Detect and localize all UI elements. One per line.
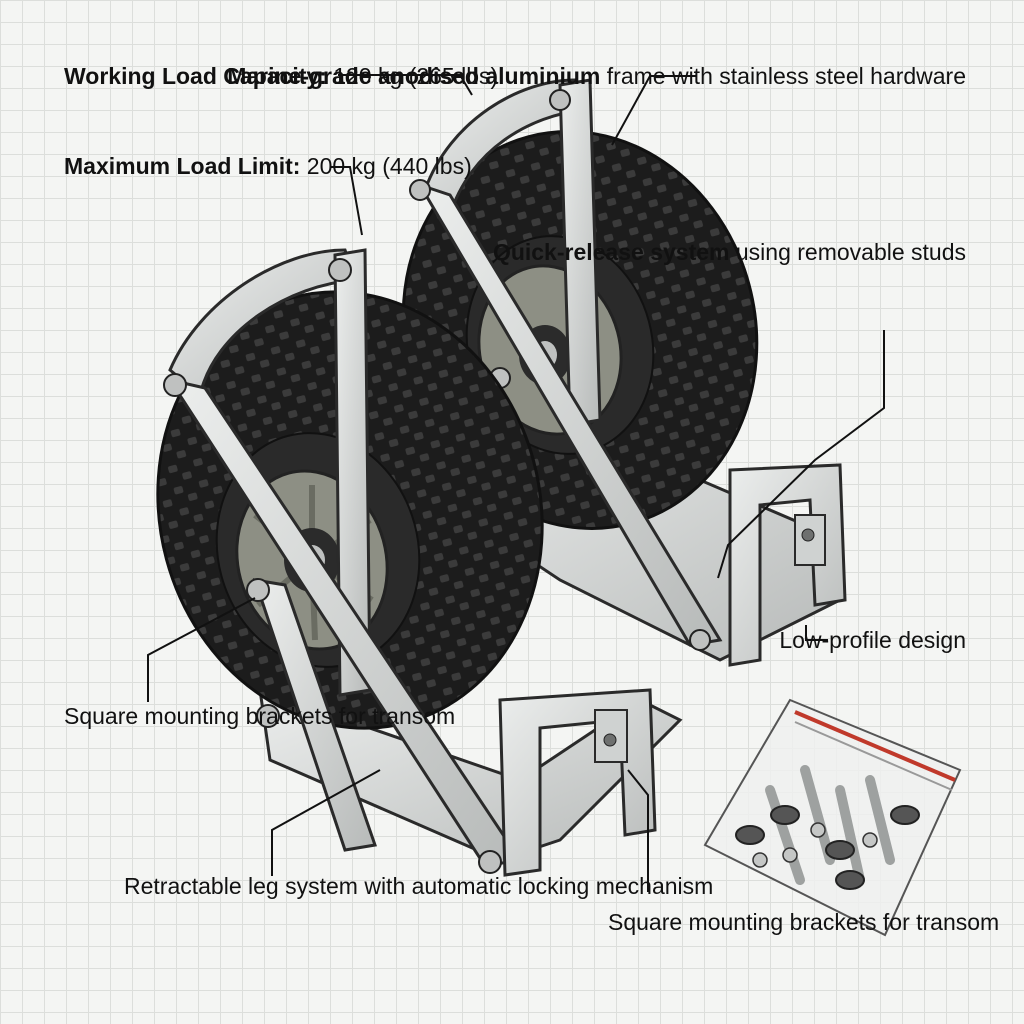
callout-leader-lines [147,74,885,892]
brackets-left-callout: Square mounting brackets for transom [64,702,455,730]
working-load-callout: Working Load Capacity: 120 kg (265 lbs) [64,62,498,90]
low-profile-line-2: design [898,627,966,653]
quick-release-callout: Quick-release system using removable stu… [493,238,966,266]
max-load-value: 200 kg (440 lbs) [306,153,472,179]
frame-line-3: stainless steel hardware [719,63,966,89]
brackets-left-line-3: for transom [338,703,456,729]
brackets-bottom-line-2: brackets for transom [789,909,1000,935]
working-load-value: 120 kg (265 lbs) [333,63,499,89]
hardware-bag-icon [703,698,962,937]
retractable-line-1: Retractable leg system [124,873,358,899]
frame-line-1: Marine-grade anodised [227,63,479,89]
front-wheel-assembly [156,248,683,877]
brackets-bottom-line-1: Square mounting [608,909,784,935]
max-load-callout: Maximum Load Limit: 200 kg (440 lbs) [64,152,472,180]
quick-release-line-2-bold: system [650,239,730,265]
retractable-leg-callout: Retractable leg system with automatic lo… [124,872,713,900]
quick-release-line-1: Quick-release [492,239,644,265]
retractable-line-2: with automatic locking [364,873,590,899]
working-load-heading: Working Load Capacity: [64,63,327,89]
brackets-left-line-2: brackets [245,703,333,729]
brackets-left-line-1: Square mounting [64,703,240,729]
frame-material-callout: Marine-grade anodised aluminium frame wi… [227,62,966,90]
frame-line-2: frame with [600,63,713,89]
low-profile-callout: Low-profile design [779,626,966,654]
frame-line-2-bold: aluminium [485,63,601,89]
quick-release-line-3: removable studs [797,239,966,265]
retractable-line-3: mechanism [595,873,714,899]
low-profile-line-1: Low-profile [779,627,892,653]
max-load-heading: Maximum Load Limit: [64,153,301,179]
quick-release-line-2: using [729,239,791,265]
brackets-bottom-callout: Square mounting brackets for transom [608,908,999,936]
